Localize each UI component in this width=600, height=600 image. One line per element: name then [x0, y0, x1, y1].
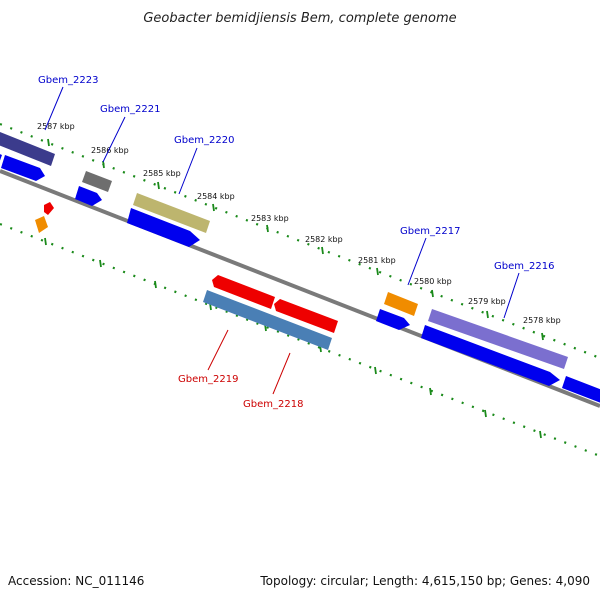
gene-features: [0, 130, 600, 403]
gene-bar-gbem-2221[interactable]: [82, 171, 112, 192]
scale-label: 2578 kbp: [523, 316, 561, 325]
gene-label-gbem-2217[interactable]: Gbem_2217: [400, 226, 460, 237]
gene-label-gbem-2218[interactable]: Gbem_2218: [243, 399, 303, 410]
leader-line: [503, 272, 520, 319]
gene-bar-gbem-2223[interactable]: [0, 130, 55, 166]
steel-feature[interactable]: [203, 290, 332, 350]
leader-line: [178, 147, 198, 195]
scale-label: 2582 kbp: [305, 235, 343, 244]
gene-bar-gbem-2219[interactable]: [212, 275, 275, 309]
scale-label: 2581 kbp: [358, 256, 396, 265]
gene-bar-gbem-2216[interactable]: [428, 309, 568, 369]
gene-label-gbem-2216[interactable]: Gbem_2216: [494, 261, 554, 272]
leader-line: [272, 352, 291, 395]
scale-label: 2580 kbp: [414, 277, 452, 286]
cds-arrow[interactable]: [1, 155, 45, 181]
gene-callouts: Gbem_2223 Gbem_2221 Gbem_2220 Gbem_2219 …: [38, 75, 554, 410]
genome-summary-text: Topology: circular; Length: 4,615,150 bp…: [260, 574, 590, 588]
cds-arrow[interactable]: [75, 186, 102, 206]
gene-label-gbem-2223[interactable]: Gbem_2223: [38, 75, 98, 86]
small-red-feature[interactable]: [44, 202, 54, 215]
leader-line: [44, 86, 64, 131]
scale-label: 2585 kbp: [143, 169, 181, 178]
cds-arrow[interactable]: [562, 376, 600, 403]
scale-label: 2586 kbp: [91, 146, 129, 155]
cds-arrow[interactable]: [0, 152, 2, 166]
gene-bar-gbem-2218[interactable]: [274, 299, 338, 333]
small-orange-feature[interactable]: [35, 216, 48, 233]
gene-label-gbem-2220[interactable]: Gbem_2220: [174, 135, 234, 146]
gene-label-gbem-2221[interactable]: Gbem_2221: [100, 104, 160, 115]
scale-label: 2584 kbp: [197, 192, 235, 201]
scale-track-top: [0, 122, 600, 360]
cds-arrow[interactable]: [127, 208, 200, 247]
map-title: Geobacter bemidjiensis Bem, complete gen…: [143, 11, 456, 26]
gene-bar-gbem-2217[interactable]: [384, 292, 418, 316]
scale-label: 2579 kbp: [468, 297, 506, 306]
accession-text: Accession: NC_011146: [8, 574, 145, 588]
scale-ticks: [44, 138, 544, 439]
cds-arrow[interactable]: [421, 325, 560, 386]
leader-line: [102, 116, 126, 163]
gene-bar-gbem-2220[interactable]: [133, 193, 210, 233]
scale-label: 2587 kbp: [37, 122, 75, 131]
leader-line: [207, 329, 229, 371]
leader-line: [407, 237, 427, 286]
cds-arrow[interactable]: [376, 309, 410, 330]
gene-label-gbem-2219[interactable]: Gbem_2219: [178, 374, 238, 385]
scale-label: 2583 kbp: [251, 214, 289, 223]
scale-labels: 2587 kbp 2586 kbp 2585 kbp 2584 kbp 2583…: [37, 122, 561, 325]
